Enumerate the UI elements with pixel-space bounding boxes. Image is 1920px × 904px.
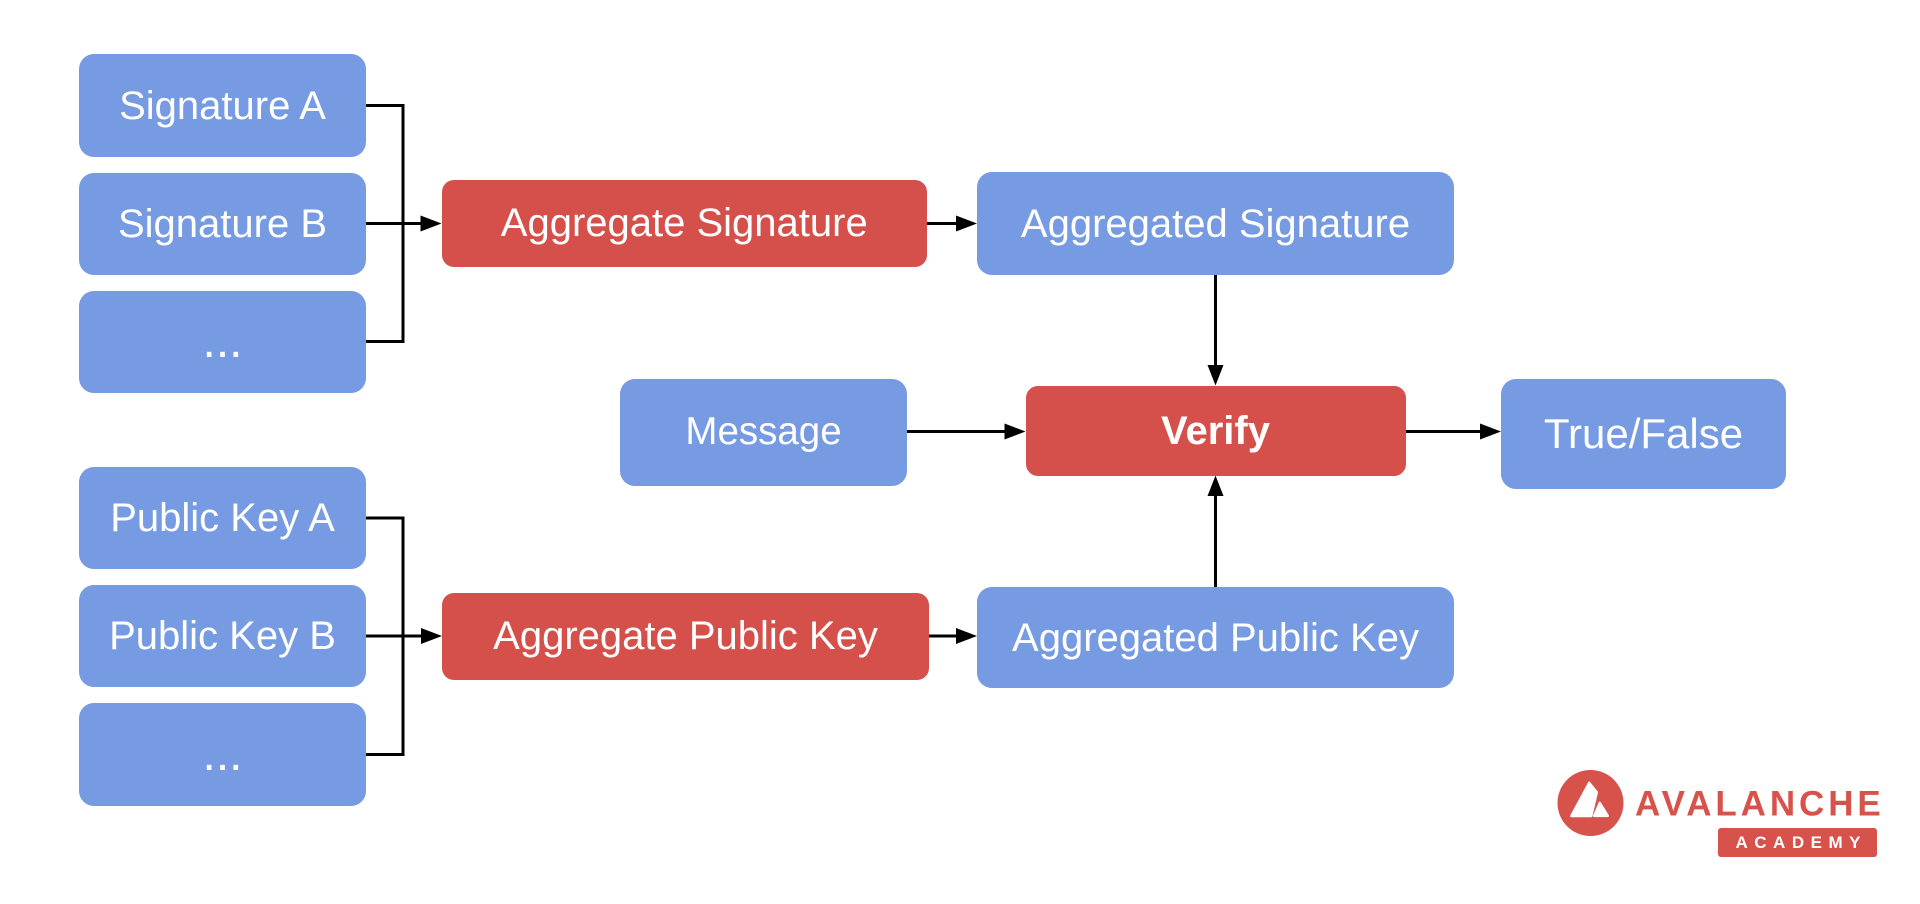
svg-text:AVALANCHE: AVALANCHE — [1635, 785, 1885, 824]
svg-text:ACADEMY: ACADEMY — [1736, 833, 1867, 852]
